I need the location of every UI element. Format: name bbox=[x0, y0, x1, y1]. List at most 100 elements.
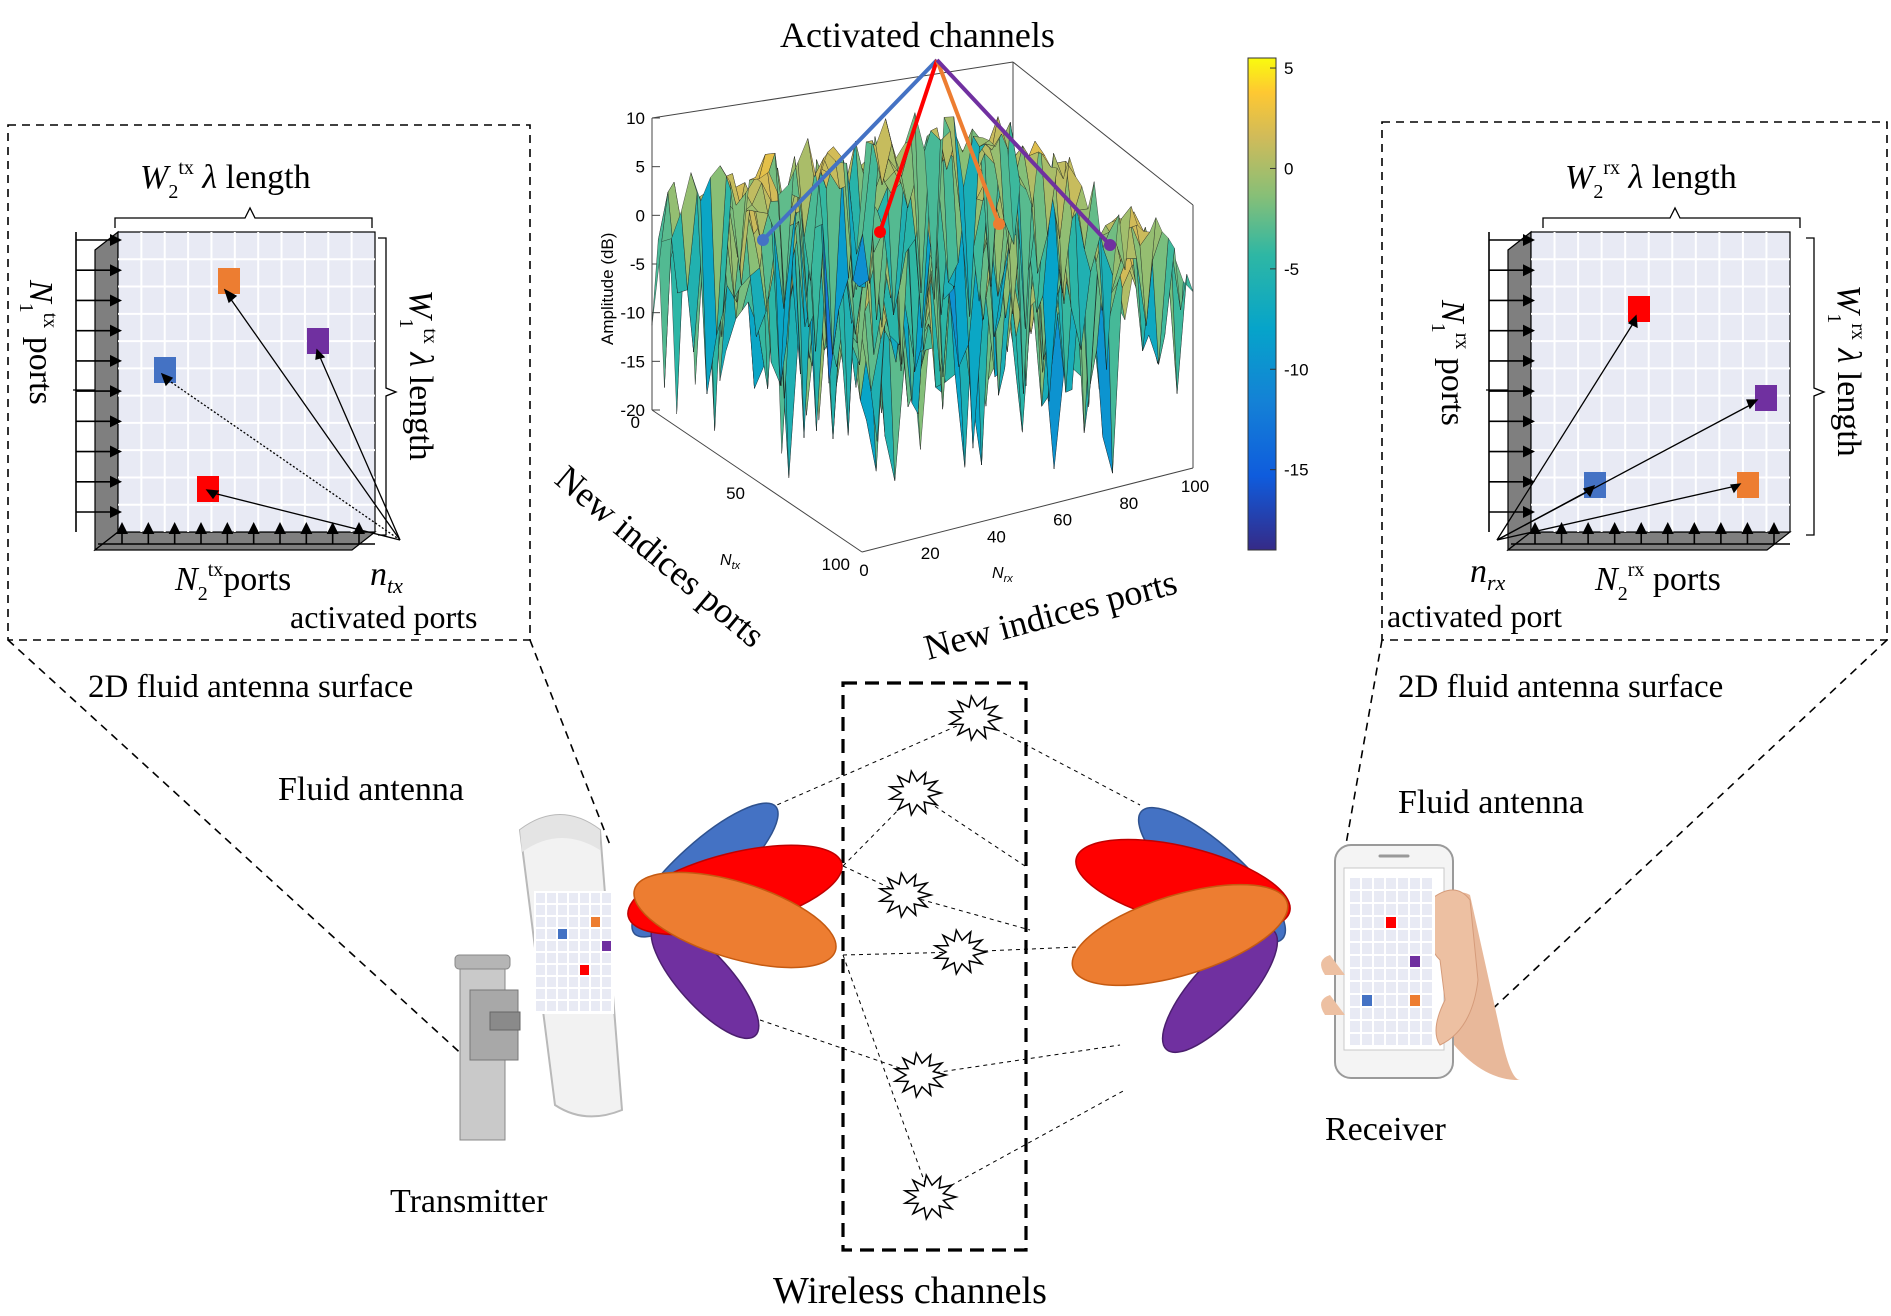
tx-pointer-blue bbox=[167, 379, 401, 541]
rx-zoom-line-right bbox=[1469, 639, 1888, 1031]
device-grid-cell bbox=[580, 893, 589, 903]
rx-pointer-red bbox=[1496, 321, 1635, 541]
device-grid-cell bbox=[1410, 956, 1420, 967]
device-grid-cell bbox=[547, 893, 556, 903]
rx-row-port-arrow bbox=[1523, 324, 1535, 337]
device-grid-cell bbox=[1398, 904, 1408, 915]
device-grid-cell bbox=[536, 893, 545, 903]
rx-row-port-arrow bbox=[1523, 385, 1535, 398]
device-grid-cell bbox=[547, 965, 556, 975]
rx-tick-label: 20 bbox=[921, 544, 940, 563]
tx-row-port-arrow bbox=[110, 294, 122, 307]
tx-row-port-arrow bbox=[110, 354, 122, 367]
device-grid-cell bbox=[1410, 982, 1420, 993]
device-grid-cell bbox=[602, 929, 611, 939]
device-grid-cell bbox=[1410, 943, 1420, 954]
colorbar-tick-label: -10 bbox=[1284, 360, 1309, 379]
device-grid-cell bbox=[536, 941, 545, 951]
activated-channel-line bbox=[761, 58, 939, 242]
activated-channel-marker bbox=[874, 226, 886, 238]
tx-port-blue bbox=[154, 357, 176, 383]
tx-pointer-red bbox=[212, 492, 401, 541]
device-grid-cell bbox=[1350, 878, 1360, 889]
tx-row-port-arrow bbox=[110, 445, 122, 458]
tx-row-port-arrow bbox=[110, 264, 122, 277]
device-grid-cell bbox=[591, 893, 600, 903]
tx-height-label: W1tx λ length bbox=[395, 290, 441, 461]
tx-zoom-line-left bbox=[7, 639, 491, 1081]
activated-channel-line bbox=[878, 59, 939, 233]
device-grid-cell bbox=[1350, 1008, 1360, 1019]
device-grid-cell bbox=[1422, 891, 1432, 902]
device-grid-cell bbox=[1422, 878, 1432, 889]
rx-pointer-orange bbox=[1496, 485, 1737, 541]
device-grid-cell bbox=[580, 977, 589, 987]
device-grid-cell bbox=[1398, 969, 1408, 980]
rx-row-port-arrow bbox=[1523, 294, 1535, 307]
device-grid-cell bbox=[1362, 943, 1372, 954]
rx-axis-symbol: Nrx bbox=[992, 565, 1013, 585]
colorbar-tick-label: 0 bbox=[1284, 159, 1293, 178]
activated-channel-line bbox=[935, 58, 1112, 247]
device-grid-cell bbox=[547, 989, 556, 999]
rx-col-port-arrow bbox=[1741, 522, 1754, 534]
device-grid-cell bbox=[558, 893, 567, 903]
tx-fluid-antenna-label: Fluid antenna bbox=[278, 771, 464, 808]
device-grid-cell bbox=[1386, 904, 1396, 915]
tx-port-orange bbox=[218, 268, 240, 294]
rx-row-port-arrow bbox=[1523, 475, 1535, 488]
device-grid-cell bbox=[569, 989, 578, 999]
device-grid-cell bbox=[1410, 904, 1420, 915]
z-tick-label: -20 bbox=[620, 401, 645, 420]
rx-tick-label: 80 bbox=[1119, 494, 1138, 513]
device-grid-cell bbox=[1350, 891, 1360, 902]
device-grid-cell bbox=[558, 929, 567, 939]
rx-device-port-grid bbox=[1348, 876, 1435, 1048]
device-grid-cell bbox=[602, 941, 611, 951]
rx-tick-label: 60 bbox=[1053, 511, 1072, 530]
device-grid-cell bbox=[1350, 930, 1360, 941]
device-grid-cell bbox=[569, 965, 578, 975]
device-grid-cell bbox=[1398, 930, 1408, 941]
device-grid-cell bbox=[1398, 878, 1408, 889]
device-grid-cell bbox=[1362, 1021, 1372, 1032]
rx-row-port-arrow bbox=[1523, 445, 1535, 458]
device-grid-cell bbox=[1422, 956, 1432, 967]
device-grid-cell bbox=[602, 1001, 611, 1011]
tx-port-grid-panel: W2tx λ length W1tx λ length N1tx ports N… bbox=[15, 157, 477, 705]
tx-pointer-orange bbox=[229, 297, 401, 541]
device-grid-cell bbox=[1350, 995, 1360, 1006]
device-grid-cell bbox=[1398, 982, 1408, 993]
device-grid-cell bbox=[558, 989, 567, 999]
device-grid-cell bbox=[591, 905, 600, 915]
device-grid-cell bbox=[1362, 956, 1372, 967]
device-grid-cell bbox=[1398, 1034, 1408, 1045]
device-grid-cell bbox=[1350, 904, 1360, 915]
rx-callout-box bbox=[1381, 121, 1888, 641]
rx-tick-label: 40 bbox=[987, 527, 1006, 546]
device-grid-cell bbox=[1374, 917, 1384, 928]
device-grid-cell bbox=[547, 929, 556, 939]
wireless-channel-box: Wireless channels bbox=[759, 681, 1141, 1312]
device-grid-cell bbox=[569, 905, 578, 915]
plot-title: Activated channels bbox=[780, 15, 1055, 55]
device-grid-cell bbox=[569, 893, 578, 903]
device-grid-cell bbox=[1374, 1008, 1384, 1019]
device-grid-cell bbox=[1398, 943, 1408, 954]
z-tick-label: 5 bbox=[636, 158, 645, 177]
activated-channel-line bbox=[935, 59, 1001, 225]
transmitter-caption: Transmitter bbox=[390, 1183, 548, 1220]
z-axis-label: Amplitude (dB) bbox=[598, 233, 617, 345]
device-grid-cell bbox=[1422, 904, 1432, 915]
device-grid-cell bbox=[580, 929, 589, 939]
tx-pointer-purple bbox=[319, 356, 401, 541]
device-grid-cell bbox=[1386, 956, 1396, 967]
device-grid-cell bbox=[1374, 930, 1384, 941]
device-grid-cell bbox=[580, 953, 589, 963]
rx-col-port-arrow bbox=[1768, 522, 1780, 534]
device-grid-cell bbox=[580, 965, 589, 975]
rx-col-port-arrow bbox=[1661, 522, 1674, 534]
device-grid-cell bbox=[602, 917, 611, 927]
device-grid-cell bbox=[1410, 878, 1420, 889]
tx-row-port-arrow bbox=[110, 385, 122, 398]
